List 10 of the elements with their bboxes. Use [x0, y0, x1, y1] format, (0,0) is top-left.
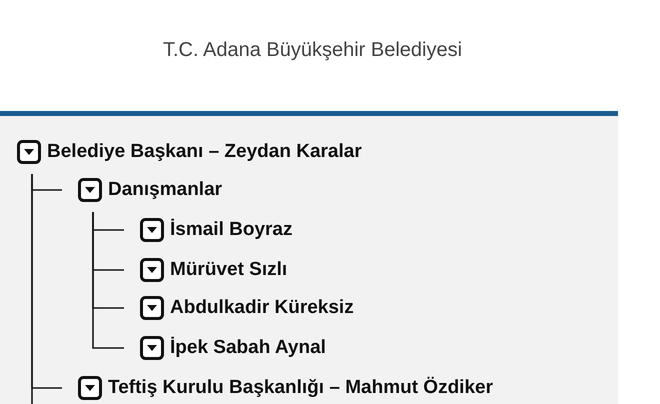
- tree-item-label: Teftiş Kurulu Başkanlığı – Mahmut Özdiker: [108, 376, 493, 400]
- tree-item-label: Danışmanlar: [108, 178, 222, 202]
- tree-item-label: İsmail Boyraz: [170, 218, 292, 242]
- site-title: T.C. Adana Büyükşehir Belediyesi: [163, 38, 462, 62]
- tree-item-label: İpek Sabah Aynal: [170, 336, 326, 360]
- tree-item-label: Mürüvet Sızlı: [170, 258, 288, 282]
- tree-item-label: Belediye Başkanı – Zeydan Karalar: [47, 140, 362, 164]
- connector-line: [31, 174, 33, 404]
- connector-line: [92, 212, 124, 349]
- tree-item-label: Abdulkadir Küreksiz: [170, 296, 354, 320]
